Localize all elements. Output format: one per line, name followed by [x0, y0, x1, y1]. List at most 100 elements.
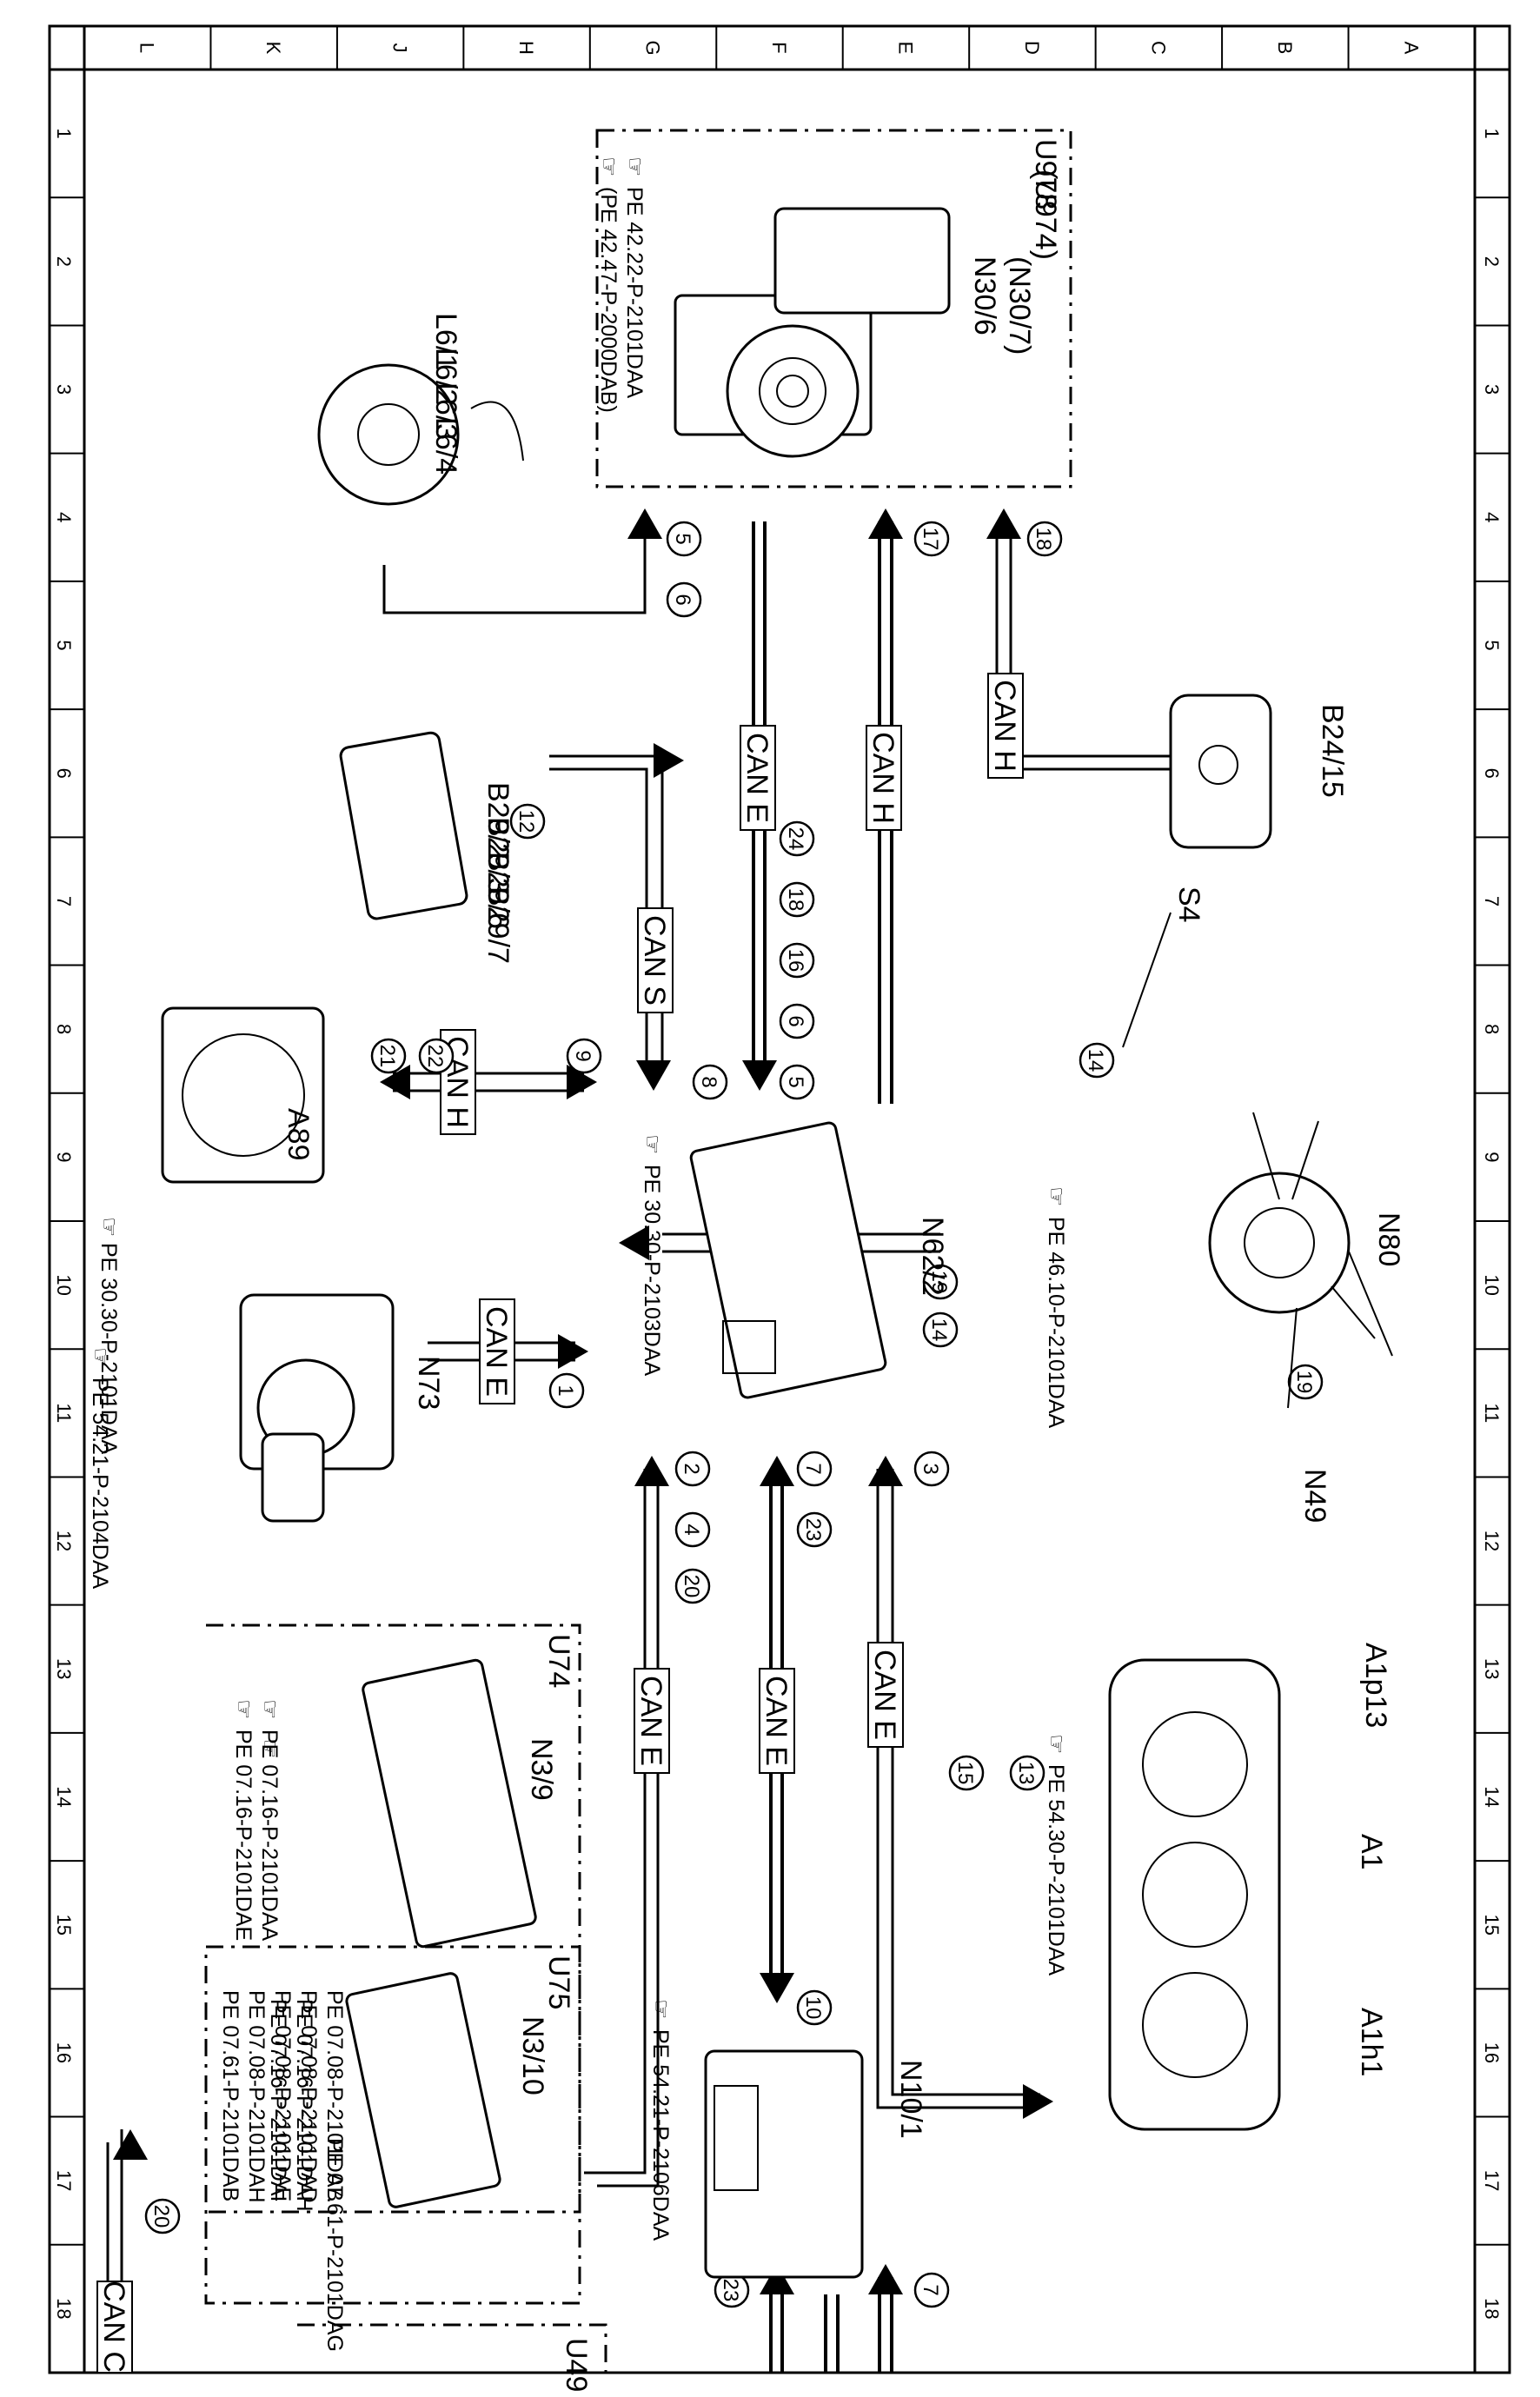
grid-row-label-bottom: 5 — [53, 640, 75, 650]
svg-text:14: 14 — [1084, 1049, 1107, 1072]
svg-text:22: 22 — [423, 1045, 447, 1068]
svg-text:N62/2: N62/2 — [916, 1217, 949, 1296]
signal-7b: 7 — [913, 2272, 950, 2308]
svg-text:PE 54.21-P-2104DAA: PE 54.21-P-2104DAA — [88, 1378, 112, 1590]
svg-text:L6/2: L6/2 — [429, 348, 462, 405]
sensor-b29: B29/2 B29/3 B29/6 B29/7 — [339, 731, 514, 964]
svg-text:16: 16 — [784, 949, 807, 973]
grid-row-label-top: 16 — [1481, 2042, 1503, 2063]
svg-text:19: 19 — [1292, 1371, 1316, 1394]
svg-text:N80: N80 — [1372, 1212, 1405, 1266]
group-u49: U49 — [297, 2323, 607, 2392]
grid-column-label: F — [768, 42, 790, 53]
svg-text:18: 18 — [784, 888, 807, 912]
svg-text:B29/2: B29/2 — [481, 782, 514, 860]
svg-text:N3/10: N3/10 — [516, 2016, 549, 2095]
svg-text:S4: S4 — [1172, 886, 1205, 923]
signal-19a: 19 — [1287, 1364, 1324, 1400]
svg-text:13: 13 — [1014, 1762, 1038, 1785]
svg-text:A89: A89 — [282, 1108, 315, 1161]
signal-6b: 6 — [779, 1003, 815, 1039]
svg-text:U75: U75 — [542, 1955, 575, 2009]
arrow-to-u978-b24 — [986, 508, 1021, 539]
grid-row-label-bottom: 3 — [53, 384, 75, 395]
pointer-icon: ☞ — [87, 1347, 113, 1367]
arrow-n62-to-n10 — [760, 1973, 794, 2003]
svg-text:23: 23 — [719, 2279, 742, 2302]
group-u978: U978 (U974) N30/6 (N30/7) ☞ PE 42.22-P-2… — [595, 129, 1072, 488]
sensor-b24-15: B24/15 — [1169, 694, 1349, 849]
svg-text:2: 2 — [680, 1463, 703, 1474]
svg-text:4: 4 — [680, 1524, 703, 1535]
signal-20b: 20 — [144, 2198, 181, 2234]
grid-row-label-bottom: 4 — [53, 512, 75, 522]
arrow-to-u978-l6 — [627, 508, 662, 539]
grid-column-label: L — [136, 43, 158, 53]
arrow-n73-to-n62 — [558, 1334, 588, 1369]
signal-5b: 5 — [779, 1064, 815, 1100]
svg-text:PE 07.16-P-2101DAE: PE 07.16-P-2101DAE — [231, 1730, 256, 1941]
svg-text:U978: U978 — [1029, 139, 1062, 209]
svg-text:CAN C: CAN C — [97, 2281, 130, 2373]
grid-column-label: G — [642, 40, 664, 55]
arrow-to-n62-cans — [636, 1060, 671, 1091]
svg-text:N3/9: N3/9 — [525, 1738, 558, 1801]
signal-8: 8 — [692, 1064, 728, 1100]
svg-text:23: 23 — [801, 1518, 825, 1542]
grid-row-label-bottom: 11 — [53, 1403, 75, 1423]
grid-row-label-top: 3 — [1481, 384, 1503, 395]
svg-text:N49: N49 — [1298, 1469, 1331, 1523]
svg-text:B29/6: B29/6 — [481, 852, 514, 929]
pointer-icon: ☞ — [1043, 1186, 1069, 1206]
svg-text:PE 07.08-P-2101DAH: PE 07.08-P-2101DAH — [244, 1990, 269, 2203]
bus-label-can-s: CAN S — [637, 907, 674, 1013]
svg-text:A1: A1 — [1355, 1834, 1388, 1870]
module-n10-1: N10/1 ☞ PE 54.21-P-2106DAA — [647, 1999, 927, 2279]
grid-row-label-bottom: 9 — [53, 1152, 75, 1162]
svg-text:9: 9 — [571, 1050, 594, 1061]
svg-text:B29/7: B29/7 — [481, 886, 514, 964]
grid-row-label-bottom: 2 — [53, 256, 75, 267]
arrow-to-u978-canh — [868, 508, 903, 539]
signal-4: 4 — [674, 1511, 711, 1548]
bus-label-can-e-5: CAN E — [759, 1668, 795, 1774]
svg-text:PE 42.22-P-2101DAA: PE 42.22-P-2101DAA — [622, 187, 647, 399]
svg-text:PE 46.10-P-2101DAA: PE 46.10-P-2101DAA — [1044, 1217, 1068, 1429]
svg-text:20: 20 — [149, 2205, 173, 2228]
grid-column-label: K — [262, 42, 284, 55]
svg-text:10: 10 — [801, 1996, 825, 2020]
grid-row-label-bottom: 12 — [53, 1530, 75, 1551]
arrow-to-b29 — [654, 743, 684, 778]
pointer-icon: ☞ — [639, 1134, 665, 1154]
bus-label-can-c: CAN C — [96, 2281, 133, 2374]
svg-text:B24/15: B24/15 — [1316, 704, 1349, 798]
arrow-to-a1 — [1023, 2084, 1053, 2119]
svg-text:5: 5 — [671, 533, 694, 544]
arrow-a1-to-n62 — [868, 1456, 903, 1486]
svg-text:24: 24 — [784, 827, 807, 851]
svg-text:B29/3: B29/3 — [481, 817, 514, 894]
svg-text:N10/1: N10/1 — [894, 2060, 927, 2139]
grid-row-label-top: 12 — [1481, 1530, 1503, 1551]
pointer-icon: ☞ — [647, 1999, 674, 2019]
grid-row-label-bottom: 6 — [53, 768, 75, 779]
grid-column-label: E — [894, 42, 916, 55]
switch-n73: N73 ☞ PE 54.21-P-2104DAA — [87, 1293, 445, 1590]
svg-text:CAN E: CAN E — [634, 1676, 667, 1766]
svg-text:PE 07.08-P-2101DAE: PE 07.08-P-2101DAE — [270, 1990, 295, 2201]
signal-24: 24 — [779, 820, 815, 857]
svg-text:17: 17 — [919, 528, 942, 551]
grid-row-label-top: 14 — [1481, 1786, 1503, 1807]
switch-n80: N80 ☞ PE 46.10-P-2101DAA S4 N49 — [1043, 886, 1405, 1523]
svg-text:U74: U74 — [542, 1634, 575, 1688]
pointer-icon: ☞ — [256, 1699, 282, 1719]
pointer-icon: ☞ — [595, 156, 621, 176]
svg-text:PE 30.30-P-2101DAA: PE 30.30-P-2101DAA — [96, 1243, 121, 1455]
bus-label-can-e-3: CAN E — [479, 1298, 515, 1404]
grid-row-label-top: 4 — [1481, 512, 1503, 522]
radar-a89: A89 ☞ PE 30.30-P-2101DAA — [96, 1006, 325, 1455]
arrow-a89-down — [380, 1065, 410, 1099]
svg-text:(PE 42.47-P-2000DAB): (PE 42.47-P-2000DAB) — [596, 187, 621, 413]
signal-3: 3 — [913, 1451, 950, 1487]
